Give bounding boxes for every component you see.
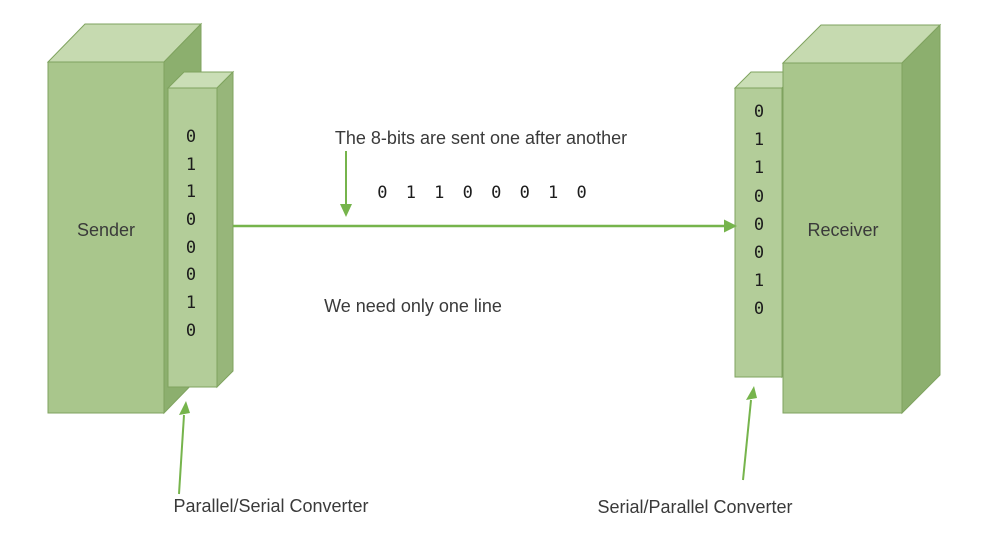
bit-value: 0 — [753, 299, 765, 320]
parallel-serial-converter-side-face — [216, 70, 234, 389]
sender-bits-column: 0 1 1 0 0 0 1 0 — [176, 124, 206, 346]
left-converter-pointer-line — [178, 414, 185, 495]
bit-value: 0 — [753, 102, 765, 122]
bit-value: 0 — [753, 186, 765, 207]
bit-value: 0 — [185, 265, 197, 286]
bit-value: 1 — [753, 158, 765, 179]
serial-parallel-converter-front-face — [734, 87, 783, 378]
receiver-label: Receiver — [807, 220, 879, 241]
bit-value: 0 — [753, 214, 765, 235]
transmission-line-arrow — [233, 219, 737, 233]
left-converter-pointer-arrow — [178, 401, 190, 495]
receiver-box-front-face — [782, 62, 903, 414]
parallel-serial-converter-box — [166, 70, 235, 389]
bit-value: 1 — [185, 182, 197, 203]
bit-value: 0 — [185, 237, 197, 258]
parallel-serial-converter-front-face — [167, 87, 218, 388]
receiver-box-side-face — [901, 23, 941, 415]
bit-value: 0 — [185, 320, 197, 341]
bit-value: 0 — [185, 127, 197, 147]
bit-value: 1 — [185, 293, 197, 314]
sender-box-front-face — [47, 61, 165, 414]
transmission-arrowhead-icon — [724, 219, 737, 233]
receiver-box — [781, 23, 942, 415]
bit-value: 1 — [753, 271, 765, 292]
bit-value: 1 — [185, 154, 197, 175]
right-converter-pointer-arrow — [742, 386, 757, 481]
serial-bits-row: 0 1 1 0 0 0 1 0 — [377, 183, 591, 203]
parallel-serial-converter-label: Parallel/Serial Converter — [173, 496, 369, 517]
serial-note-label: The 8-bits are sent one after another — [334, 128, 628, 149]
left-converter-arrowhead-icon — [179, 401, 190, 415]
serial-parallel-converter-label: Serial/Parallel Converter — [597, 497, 793, 518]
bit-value: 0 — [185, 210, 197, 231]
bit-value: 1 — [753, 130, 765, 151]
one-line-note-label: We need only one line — [324, 296, 502, 317]
bit-value: 0 — [753, 242, 765, 263]
bits-note-pointer-arrow — [340, 151, 352, 217]
right-converter-pointer-line — [742, 399, 752, 481]
right-converter-arrowhead-icon — [746, 386, 757, 400]
bits-note-arrowhead-icon — [340, 204, 352, 217]
receiver-bits-column: 0 1 1 0 0 0 1 0 — [744, 98, 774, 324]
sender-label: Sender — [76, 220, 136, 241]
